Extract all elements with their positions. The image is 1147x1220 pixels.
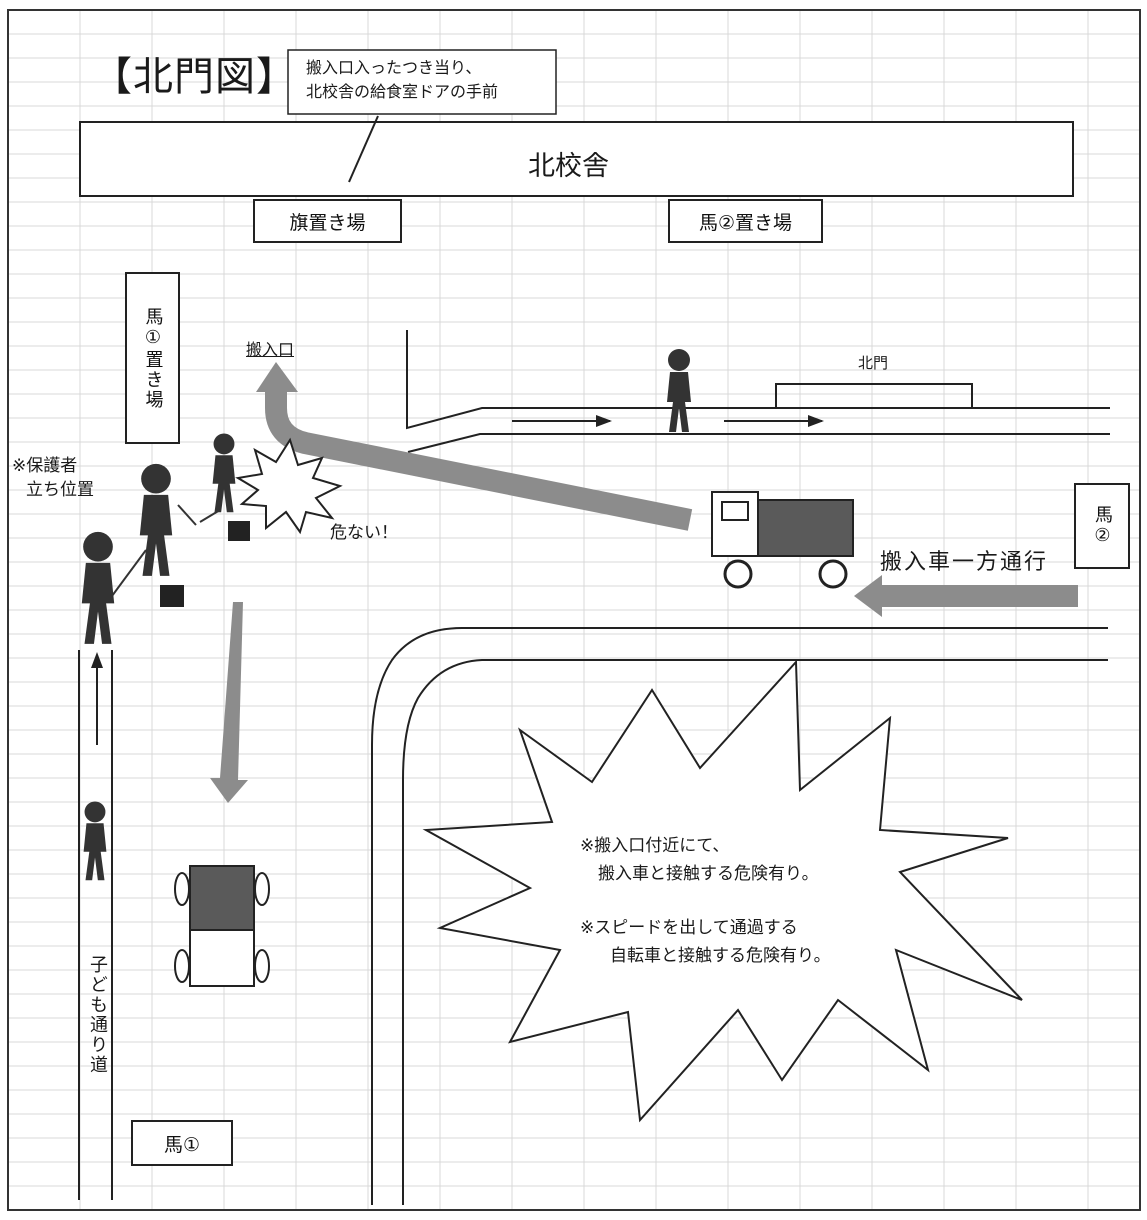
child-near-entrance-icon: [199, 433, 250, 541]
flag-storage-box: 旗置き場: [253, 199, 402, 243]
vehicle-route-arrowhead: [256, 362, 298, 392]
children-path-label: 子ども通り道: [87, 955, 108, 1075]
downward-flow-arrow: [210, 602, 248, 803]
callout-box: [287, 49, 557, 115]
diagram-title: 【北門図】: [92, 54, 297, 100]
horse1-storage-label: 馬①置き場: [142, 306, 164, 410]
north-building-box: [79, 121, 1074, 197]
large-danger-burst: [422, 659, 1023, 1123]
lower-road-outer-curve: [371, 627, 1108, 1205]
north-gate-structure: [775, 383, 973, 408]
north-building-label: 北校舎: [528, 151, 609, 182]
guardian-1-icon: [139, 463, 197, 607]
person-on-road-icon: [667, 349, 691, 432]
one-way-arrowhead: [854, 575, 882, 617]
road-edge-lower: [407, 433, 1110, 453]
entrance-label: 搬入口: [246, 340, 295, 359]
callout-text: 搬入口入ったつき当り、 北校舎の給食室ドアの手前: [306, 56, 498, 104]
horse2-storage-box: 馬②置き場: [668, 199, 823, 243]
road-flow-arrows: [512, 415, 824, 427]
lower-road-inner-curve: [402, 659, 1108, 1205]
guardian-2-icon: [81, 531, 147, 644]
guardian-note-line-2: 立ち位置: [26, 480, 94, 500]
warning-2-line-2: 自転車と接触する危険有り。: [610, 946, 831, 966]
child-on-path-icon: [83, 801, 107, 881]
warning-2-line-1: ※スピードを出して通過する: [580, 918, 798, 938]
horse1-storage-box: 馬①置き場: [125, 272, 180, 444]
outer-frame: [7, 9, 1141, 1211]
guardian-position-note: ※保護者 立ち位置: [12, 454, 94, 502]
one-way-arrow-shaft: [878, 585, 1078, 607]
one-way-label: 搬入車一方通行: [880, 550, 1049, 575]
road-edge-upper: [406, 330, 1110, 430]
guardian-note-line-1: ※保護者: [12, 456, 78, 476]
danger-label: 危ない！: [330, 523, 398, 543]
horse2-storage-label: 馬②置き場: [698, 211, 793, 234]
parked-car: [174, 865, 270, 987]
small-danger-burst: [235, 437, 343, 535]
horse1-box: 馬①: [131, 1120, 233, 1166]
delivery-truck: [711, 491, 854, 589]
flag-storage-label: 旗置き場: [289, 211, 366, 234]
horse2-label: 馬②: [1092, 504, 1113, 548]
horse2-box: 馬②: [1074, 483, 1130, 569]
warning-text-2: ※スピードを出して通過する 自転車と接触する危険有り。: [580, 914, 831, 970]
callout-line-2: 北校舎の給食室ドアの手前: [306, 82, 499, 101]
callout-leader-line: [348, 115, 379, 183]
children-path-arrow: [91, 652, 103, 745]
north-gate-label: 北門: [858, 354, 889, 372]
warning-1-line-1: ※搬入口付近にて、: [580, 836, 730, 856]
warning-1-line-2: 搬入車と接触する危険有り。: [598, 864, 819, 884]
callout-line-1: 搬入口入ったつき当り、: [306, 58, 482, 77]
vehicle-route-arrow-shaft: [265, 388, 693, 531]
warning-text-1: ※搬入口付近にて、 搬入車と接触する危険有り。: [580, 832, 819, 888]
horse1-label: 馬①: [163, 1133, 201, 1156]
